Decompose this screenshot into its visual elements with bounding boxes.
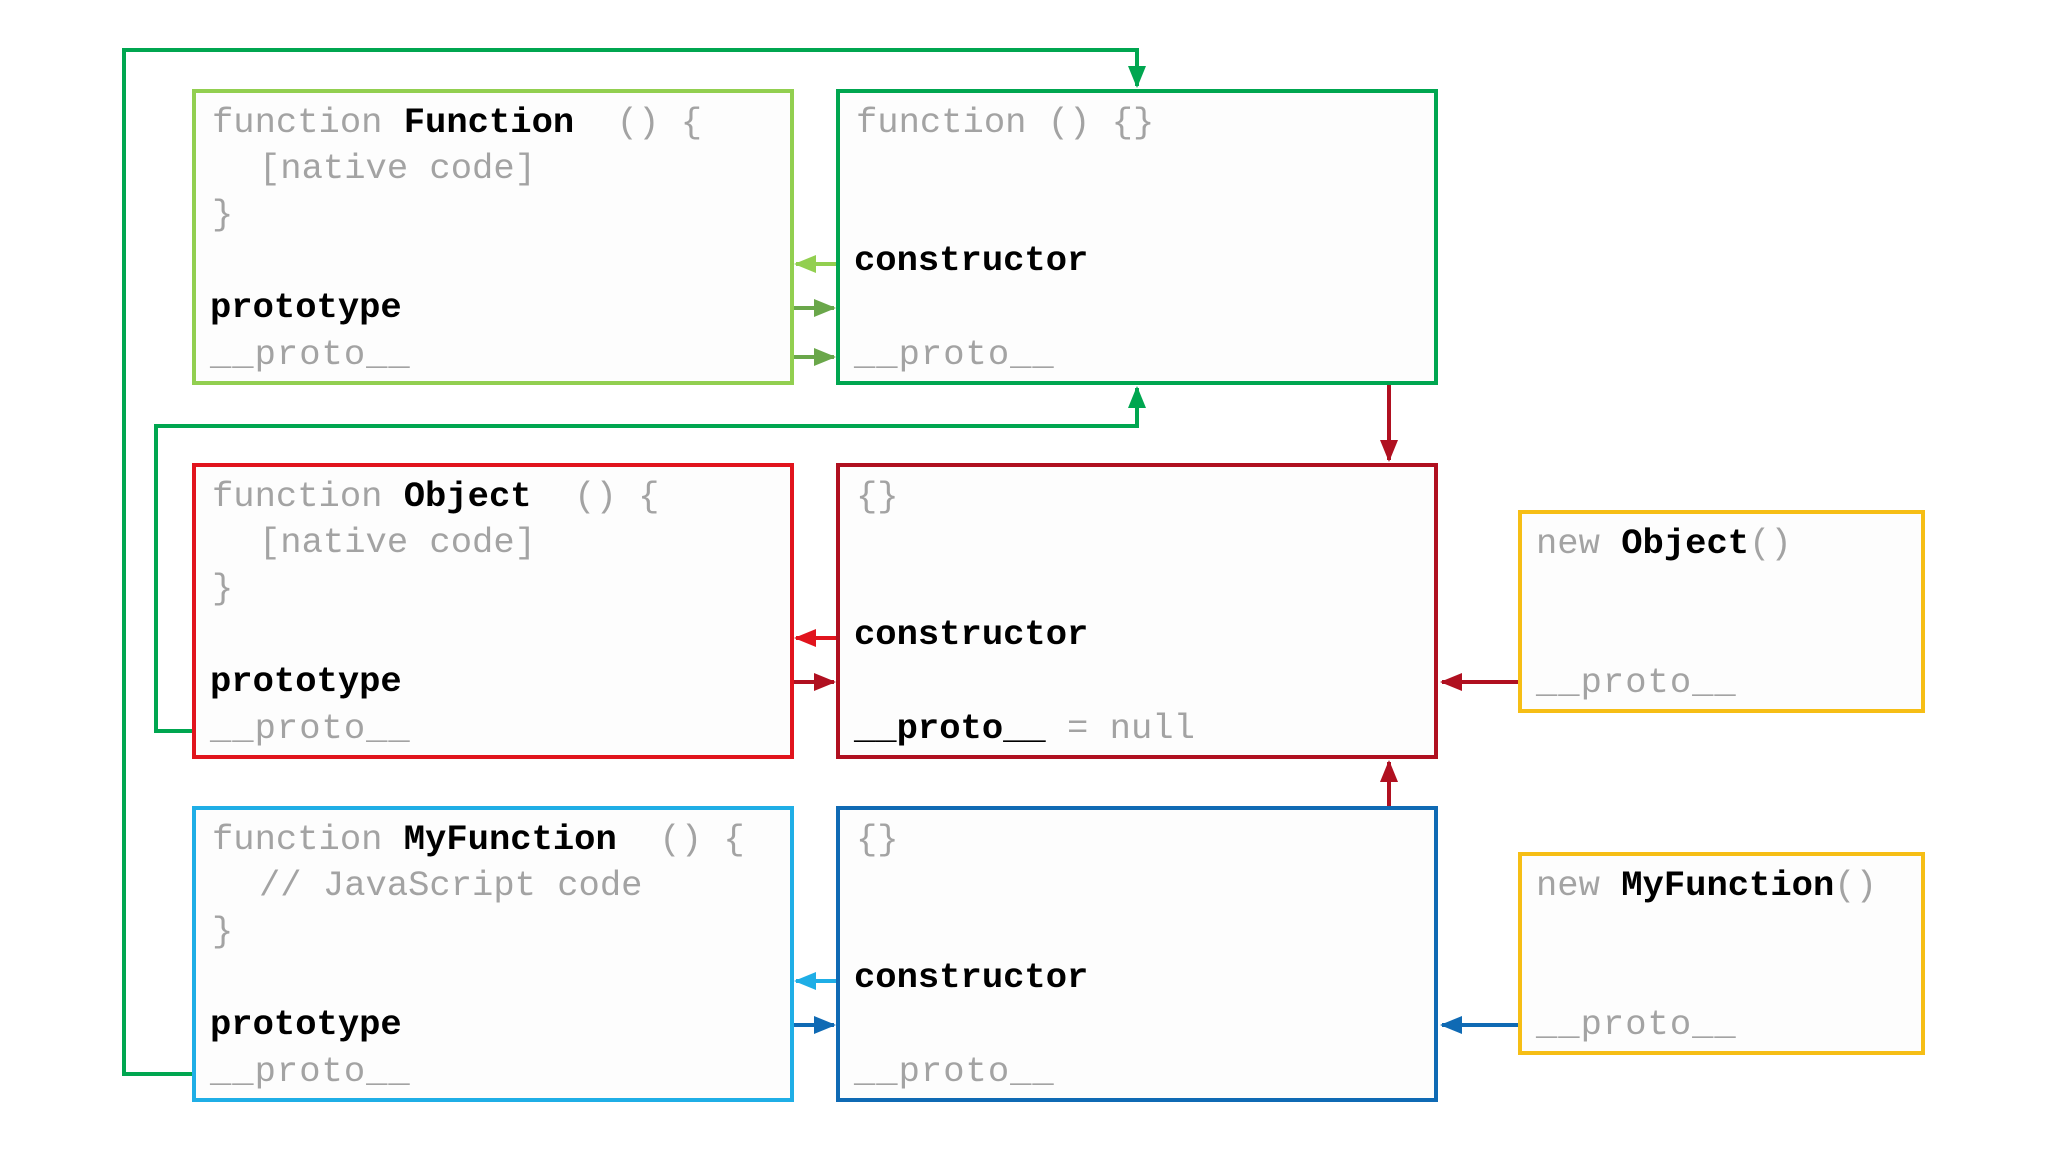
myfunction-suffix: () { (659, 819, 745, 860)
function-proto-constructor-label: constructor (854, 240, 1089, 281)
function-proto-head: function () {} (856, 102, 1155, 143)
new-object-name: Object (1621, 523, 1750, 564)
new-myfunction-parens: () (1834, 865, 1877, 906)
new-object-instance-box: new Object() __proto__ (1518, 510, 1925, 713)
function-keyword: function (212, 102, 383, 143)
new-myfunction-name: MyFunction (1621, 865, 1835, 906)
function-proto-proto-label: __proto__ (854, 334, 1055, 375)
object-proto-head: {} (856, 476, 899, 517)
object-decl-line: function Object () { (212, 474, 659, 520)
function-close-brace: } (212, 194, 234, 235)
myfunction-close-brace: } (212, 911, 234, 952)
function-constructor-box: function Function () { [native code] } p… (192, 89, 794, 385)
myfunction-name: MyFunction (403, 819, 617, 860)
function-name: Function (403, 102, 575, 143)
new-myfunction-expr: new MyFunction() (1536, 863, 1877, 909)
function-suffix: () { (616, 102, 703, 143)
object-constructor-box: function Object () { [native code] } pro… (192, 463, 794, 759)
myfunction-prototype-label: prototype (210, 1004, 402, 1045)
myfunction-proto-label: __proto__ (210, 1051, 411, 1092)
object-name: Object (403, 476, 532, 517)
myfunction-decl-line: function MyFunction () { (212, 817, 745, 863)
myfunction-proto-proto-label: __proto__ (854, 1051, 1055, 1092)
myfunction-proto-constructor-label: constructor (854, 957, 1089, 998)
object-function-keyword: function (212, 476, 383, 517)
new-object-parens: () (1749, 523, 1792, 564)
myfunction-function-keyword: function (212, 819, 383, 860)
new-object-proto-label: __proto__ (1536, 662, 1737, 703)
myfunction-constructor-box: function MyFunction () { // JavaScript c… (192, 806, 794, 1102)
object-proto-label: __proto__ (210, 708, 411, 749)
myfunction-body: // JavaScript code (259, 865, 643, 906)
new-keyword: new (1536, 865, 1600, 906)
new-keyword: new (1536, 523, 1600, 564)
object-close-brace: } (212, 568, 234, 609)
function-decl-line: function Function () { (212, 100, 702, 146)
object-body: [native code] (259, 522, 536, 563)
object-proto-to-function-prototype-arrow (154, 386, 1146, 733)
object-proto-proto-label: __proto__ (854, 708, 1046, 749)
function-body: [native code] (259, 148, 536, 189)
function-prototype-label: prototype (210, 287, 402, 328)
function-proto-label: __proto__ (210, 334, 411, 375)
function-prototype-box: function () {} constructor __proto__ (836, 89, 1438, 385)
object-proto-proto-line: __proto__ = null (854, 706, 1195, 752)
object-prototype-label: prototype (210, 661, 402, 702)
new-object-expr: new Object() (1536, 521, 1792, 567)
object-suffix: () { (574, 476, 660, 517)
myfunction-prototype-box: {} constructor __proto__ (836, 806, 1438, 1102)
new-myfunction-proto-label: __proto__ (1536, 1004, 1737, 1045)
new-myfunction-instance-box: new MyFunction() __proto__ (1518, 852, 1925, 1055)
object-proto-constructor-label: constructor (854, 614, 1089, 655)
object-prototype-box: {} constructor __proto__ = null (836, 463, 1438, 759)
myfunction-proto-head: {} (856, 819, 899, 860)
myfunction-proto-to-function-prototype-arrow (122, 48, 1146, 1076)
null-value: = null (1067, 708, 1195, 749)
